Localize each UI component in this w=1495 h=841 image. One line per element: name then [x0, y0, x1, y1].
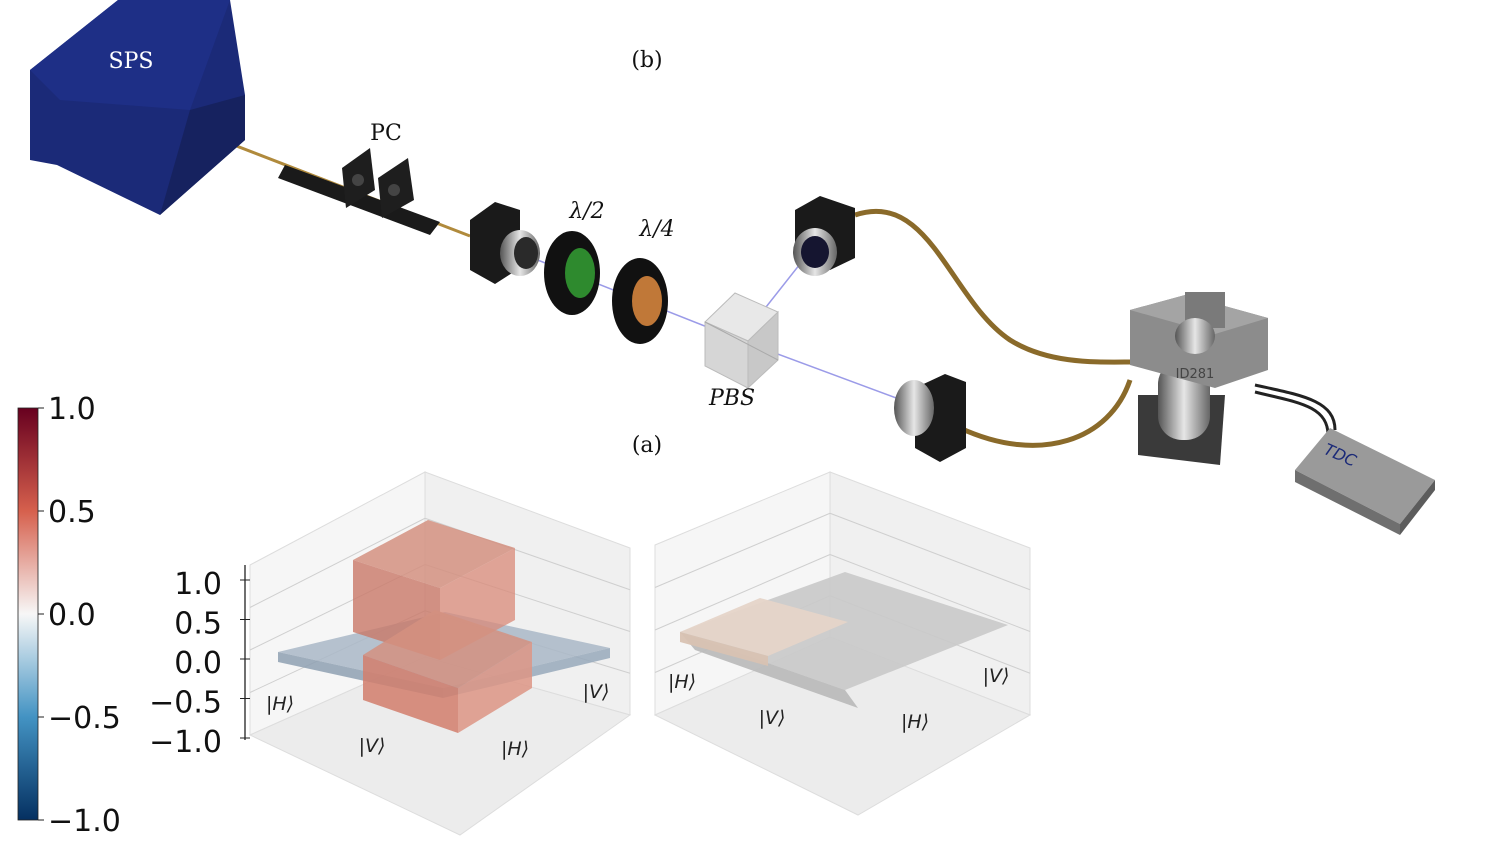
quarter-wave-plate-label: λ/4: [638, 217, 674, 242]
colorbar-tick-label: −1.0: [48, 804, 121, 839]
fiber-detector-bottom: [958, 379, 1133, 448]
colorbar-gradient: [17, 407, 39, 821]
colorbar-tick-label: 0.0: [48, 598, 96, 633]
output-collimator-reflected: [793, 196, 855, 276]
colorbar-tick-label: −0.5: [48, 701, 121, 736]
x-tick-label-left-0: |V⟩: [359, 735, 386, 757]
panel-a-label: (a): [632, 433, 662, 458]
panel-b-label: (b): [631, 48, 662, 73]
pbs-label: PBS: [708, 386, 755, 411]
density-matrix-chart-left: 1.0 0.5 0.0 −0.5 −1.0 |V⟩ |H⟩ |H⟩ |V⟩: [149, 471, 632, 836]
half-wave-plate: λ/2: [544, 199, 605, 315]
x-tick-label-right-0: |V⟩: [759, 707, 786, 729]
time-to-digital-converter: TDC: [1295, 428, 1435, 535]
grid-line: [654, 554, 831, 631]
z-tick-label: 0.0: [174, 646, 222, 681]
density-matrix-chart-right: |V⟩ |H⟩ |H⟩ |V⟩: [653, 471, 1032, 816]
y-tick-label-left-1: |V⟩: [583, 681, 610, 703]
single-photon-detector: ID281: [1130, 292, 1268, 465]
y-tick-label-right-1: |V⟩: [983, 665, 1010, 687]
detector-label: ID281: [1176, 367, 1215, 382]
colorbar-tick-label: 1.0: [48, 392, 96, 427]
colorbar: 1.0 0.5 0.0 −0.5 −1.0: [17, 392, 121, 839]
single-photon-source: SPS: [30, 0, 245, 215]
polarization-controller: PC: [278, 121, 440, 235]
cable-to-tdc: [1254, 383, 1337, 431]
z-tick-label: −1.0: [149, 725, 222, 760]
half-wave-plate-label: λ/2: [568, 199, 604, 224]
z-tick-label: 0.5: [174, 607, 222, 642]
polarizing-beam-splitter: PBS: [704, 292, 779, 411]
quarter-wave-plate: λ/4: [612, 217, 675, 344]
x-tick-label-left-1: |H⟩: [501, 738, 529, 760]
z-tick-label: 1.0: [174, 567, 222, 602]
output-collimator-transmitted: [894, 374, 966, 462]
z-tick-label: −0.5: [149, 686, 222, 721]
colorbar-tick-label: 0.5: [48, 495, 96, 530]
bar-vv: [363, 610, 532, 733]
cable-to-tdc-2: [1254, 390, 1330, 436]
y-tick-label-right-0: |H⟩: [668, 671, 696, 693]
bar-hh-r: [680, 598, 848, 666]
source-label: SPS: [109, 49, 154, 74]
grid-line: [654, 512, 831, 588]
x-tick-label-right-1: |H⟩: [901, 711, 929, 733]
grid-line: [829, 512, 1031, 591]
input-collimator: [470, 202, 540, 284]
y-tick-label-left-0: |H⟩: [266, 693, 294, 715]
grid-line: [249, 517, 426, 608]
pc-label: PC: [370, 121, 402, 146]
fiber-detector-top: [854, 208, 1136, 365]
grid-line: [829, 554, 1031, 632]
